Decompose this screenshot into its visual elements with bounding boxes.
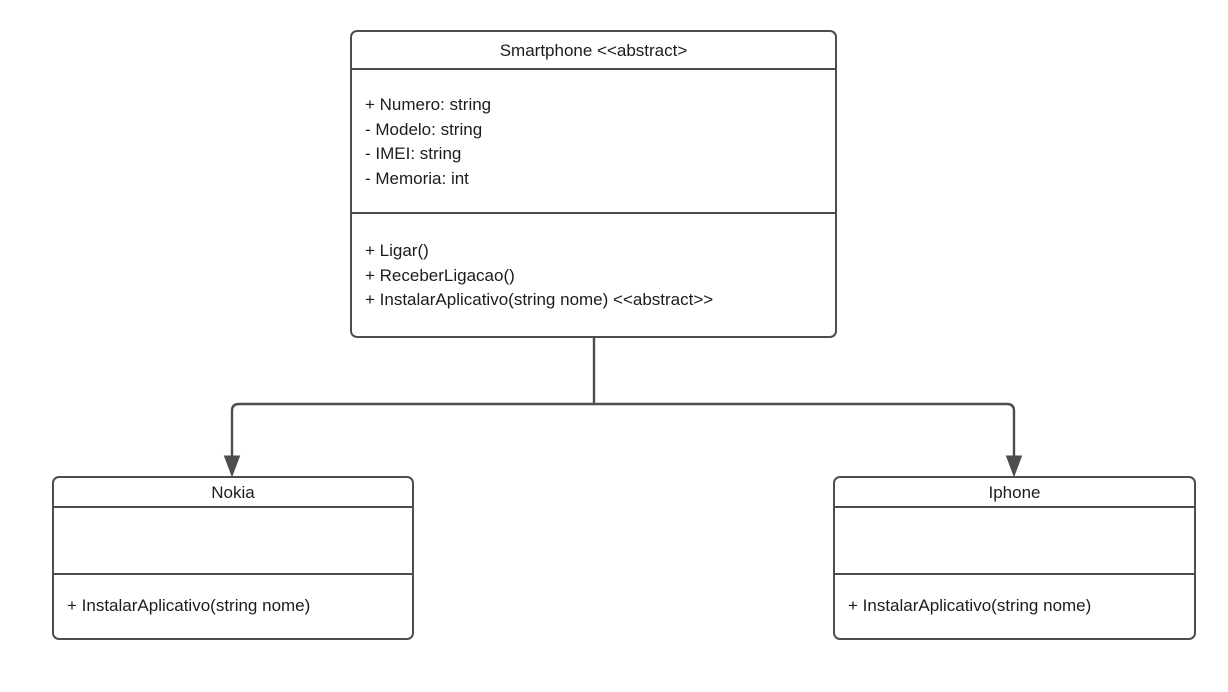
class-attributes-smartphone: + Numero: string - Modelo: string - IMEI…: [352, 70, 835, 214]
attribute-row: + Numero: string: [365, 95, 492, 114]
class-operations-iphone: + InstalarAplicativo(string nome): [835, 575, 1194, 638]
class-attributes-nokia: [54, 508, 412, 575]
attribute-row: - Modelo: string: [365, 119, 483, 139]
class-title-iphone: Iphone: [835, 478, 1194, 508]
arrowhead-iphone-icon: [1005, 455, 1023, 478]
attribute-row: - Memoria: int: [365, 168, 469, 188]
class-title-nokia: Nokia: [54, 478, 412, 508]
class-operations-nokia: + InstalarAplicativo(string nome): [54, 575, 412, 638]
operation-row: + InstalarAplicativo(string nome): [67, 596, 311, 616]
class-attributes-iphone: [835, 508, 1194, 575]
operation-row: + InstalarAplicativo(string nome): [848, 596, 1092, 616]
operation-row: + Ligar(): [365, 241, 429, 261]
class-box-iphone[interactable]: Iphone + InstalarAplicativo(string nome): [833, 476, 1196, 640]
connector-bus: [230, 402, 1016, 456]
arrowhead-nokia-icon: [223, 455, 241, 478]
class-box-nokia[interactable]: Nokia + InstalarAplicativo(string nome): [52, 476, 414, 640]
attribute-row: - IMEI: string: [365, 144, 462, 163]
class-title-smartphone: Smartphone <<abstract>: [352, 32, 835, 70]
class-box-smartphone[interactable]: Smartphone <<abstract> + Numero: string …: [350, 30, 837, 338]
operation-row: + InstalarAplicativo(string nome) <<abst…: [365, 290, 714, 310]
class-operations-smartphone: + Ligar() + ReceberLigacao() + InstalarA…: [352, 214, 835, 336]
operation-row: + ReceberLigacao(): [365, 265, 515, 285]
